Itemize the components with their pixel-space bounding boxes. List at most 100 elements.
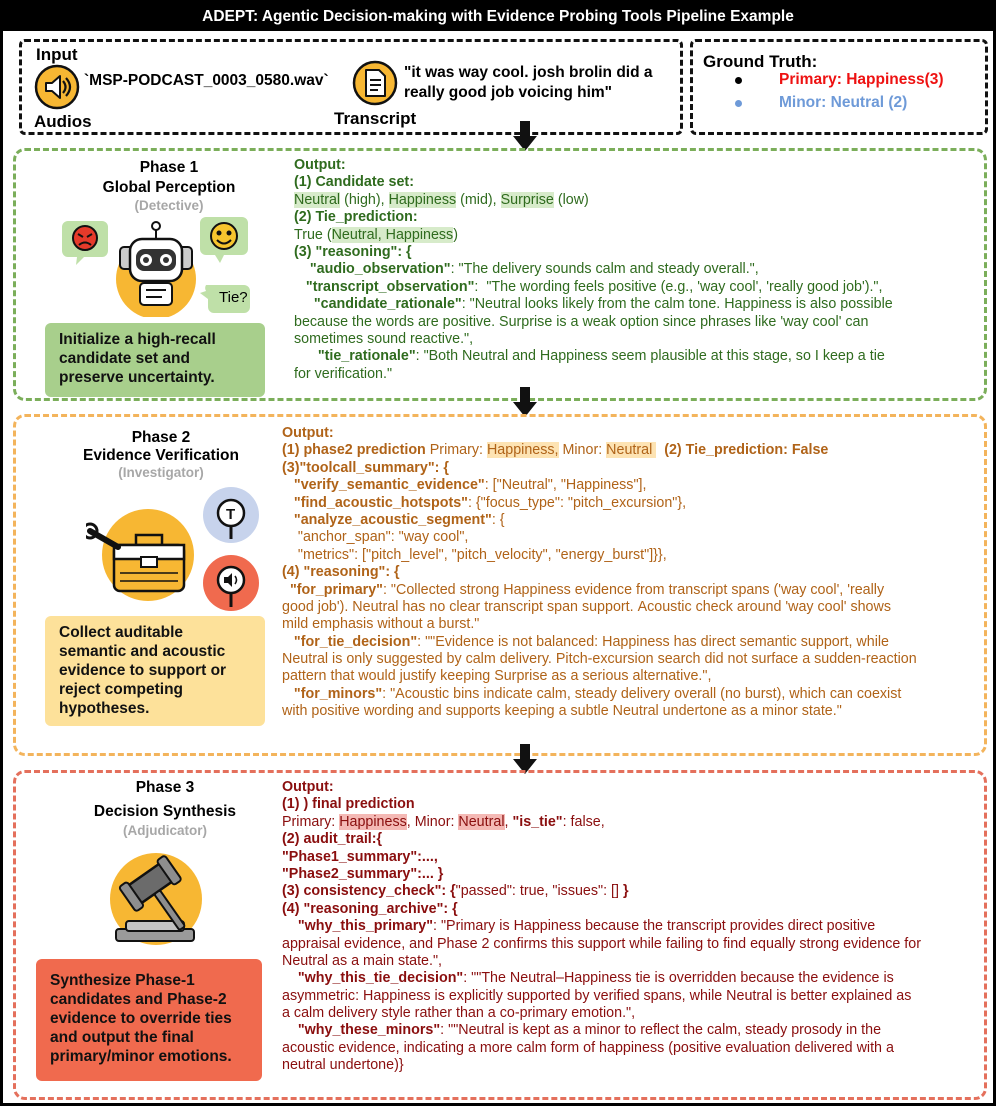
phase1-name: Phase 1 (139, 159, 199, 176)
output-line: (1) phase2 prediction Primary: Happiness… (282, 442, 917, 459)
output-line: (3) "reasoning": { (294, 244, 893, 261)
bold-key: "why_these_minors" (282, 1022, 441, 1039)
text-run: : ""Neutral is kept as a minor to reflec… (440, 1022, 882, 1039)
highlighted-label: Neutral (294, 191, 341, 208)
text-run: (mid), (456, 191, 501, 208)
phase1-role: (Detective) (134, 198, 204, 213)
output-line: (3) consistency_check": {"passed": true,… (282, 883, 921, 900)
phase3-subtitle: Decision Synthesis (93, 803, 237, 820)
phase2-panel: Phase 2 Evidence Verification (Investiga… (13, 414, 987, 756)
output-line: True (Neutral, Happiness) (294, 226, 893, 244)
bold-key: "candidate_rationale" (294, 296, 462, 313)
phase3-name: Phase 3 (135, 779, 195, 796)
output-line: "why_this_tie_decision": ""The Neutral–H… (282, 970, 921, 987)
output-line: (4) "reasoning_archive": { (282, 901, 921, 918)
text-run: "metrics": ["pitch_level", "pitch_veloci… (282, 546, 667, 563)
phase3-role: (Adjudicator) (123, 823, 207, 838)
output-line: "transcript_observation": "The wording f… (294, 279, 893, 296)
phase2-subtitle: Evidence Verification (83, 447, 239, 464)
bold-key: (2) Tie_prediction: False (664, 442, 829, 459)
bold-key: "is_tie" (512, 813, 563, 830)
bold-key: "why_this_primary" (282, 918, 434, 935)
text-run: : "Neutral looks likely from the calm to… (461, 296, 893, 313)
output-line: "for_primary": "Collected strong Happine… (282, 582, 917, 599)
highlighted-label: Neutral, Happiness (331, 226, 454, 243)
bold-key: "for_minors" (282, 685, 383, 702)
phase1-subtitle: Global Perception (102, 179, 236, 196)
output-line: "for_minors": "Acoustic bins indicate ca… (282, 686, 917, 703)
ground-truth-minor: Minor: Neutral (2) (779, 94, 908, 111)
bold-key: (3) consistency_check": { (282, 883, 456, 900)
text-run: asymmetric: Happiness is explicitly supp… (282, 987, 912, 1004)
text-run (656, 442, 664, 458)
detective-robot-icon: Tie? (56, 217, 256, 319)
text-run: Minor: (558, 442, 607, 459)
text-run: : ["Neutral", "Happiness"], (484, 477, 647, 494)
phase2-summary-card: Collect auditable semantic and acoustic … (45, 616, 265, 726)
output-line: appraisal evidence, and Phase 2 confirms… (282, 936, 921, 953)
text-run: Primary: (425, 442, 487, 459)
bold-key: "for_tie_decision" (282, 633, 418, 650)
input-box: Input `MSP-PODCAST_0003_0580.wav` Audios… (19, 39, 683, 135)
bold-key: "audio_observation" (294, 261, 451, 278)
phase3-summary-card: Synthesize Phase-1 candidates and Phase-… (36, 959, 262, 1081)
text-run: : "Primary is Happiness because the tran… (433, 918, 876, 935)
tie-bubble-text: Tie? (219, 289, 248, 306)
output-line: pattern that would justify keeping Surpr… (282, 668, 917, 685)
output-line: "Phase1_summary":..., (282, 849, 921, 866)
input-header: Input (36, 45, 78, 64)
toolbox-icon: T (81, 483, 286, 613)
text-run: , (504, 813, 513, 830)
arrow-down-icon (513, 121, 537, 151)
output-line: because the words are positive. Surprise… (294, 314, 893, 331)
output-line: Neutral is only suggested by calm delive… (282, 651, 917, 668)
output-line: Output: (282, 779, 921, 796)
bold-key: (4) "reasoning_archive": { (282, 900, 458, 917)
text-run: : "Acoustic bins indicate calm, steady d… (382, 685, 902, 702)
bold-key: "Phase1_summary":..., (282, 848, 438, 865)
output-line: (2) Tie_prediction: (294, 209, 893, 226)
figure-title: ADEPT: Agentic Decision-making with Evid… (3, 3, 993, 31)
output-line: "anchor_span": "way cool", (282, 529, 917, 546)
highlighted-label: Happiness (388, 191, 457, 208)
text-run: pattern that would justify keeping Surpr… (282, 668, 712, 685)
text-run: True ( (294, 226, 332, 243)
output-line: (4) "reasoning": { (282, 564, 917, 581)
text-run: mild emphasis without a burst." (282, 616, 480, 633)
text-run: : { (491, 511, 505, 528)
highlighted-label: Surprise (500, 191, 554, 208)
bold-key: } (622, 883, 629, 900)
gavel-icon (96, 847, 216, 947)
text-run: for verification." (294, 365, 393, 382)
text-run: Primary: (282, 813, 340, 830)
highlighted-label: Neutral (606, 442, 657, 459)
bold-key: "find_acoustic_hotspots" (282, 494, 468, 511)
highlighted-label: Happiness (339, 813, 407, 830)
bold-key: (2) Tie_prediction: (294, 209, 418, 226)
text-run: Neutral as a main state.", (282, 952, 443, 969)
bold-key: "tie_rationale" (294, 348, 416, 365)
transcript-label: Transcript (334, 109, 417, 128)
phase2-role: (Investigator) (118, 465, 204, 480)
text-run: : "The delivery sounds calm and steady o… (450, 261, 759, 278)
transcript-text: "it was way cool. josh brolin did a real… (404, 64, 653, 101)
bold-key: "verify_semantic_evidence" (282, 477, 485, 494)
bullet-minor (735, 100, 742, 107)
audio-label: Audios (34, 112, 92, 131)
text-run: because the words are positive. Surprise… (294, 313, 869, 330)
output-line: Output: (294, 157, 893, 174)
output-line: "candidate_rationale": "Neutral looks li… (294, 296, 893, 313)
output-line: sometimes sound reactive.", (294, 331, 893, 348)
output-line: "verify_semantic_evidence": ["Neutral", … (282, 477, 917, 494)
bold-key: (4) "reasoning": { (282, 564, 400, 581)
bold-key: "Phase2_summary":... } (282, 865, 444, 882)
text-run: : {"focus_type": "pitch_excursion"}, (467, 494, 687, 511)
text-run: : ""Evidence is not balanced: Happiness … (417, 633, 889, 650)
ground-truth-header: Ground Truth: (703, 52, 818, 71)
output-line: with positive wording and supports keepi… (282, 703, 917, 720)
highlighted-label: Neutral (458, 813, 505, 830)
output-line: "find_acoustic_hotspots": {"focus_type":… (282, 495, 917, 512)
text-run: : "Both Neutral and Happiness seem plaus… (415, 348, 885, 365)
